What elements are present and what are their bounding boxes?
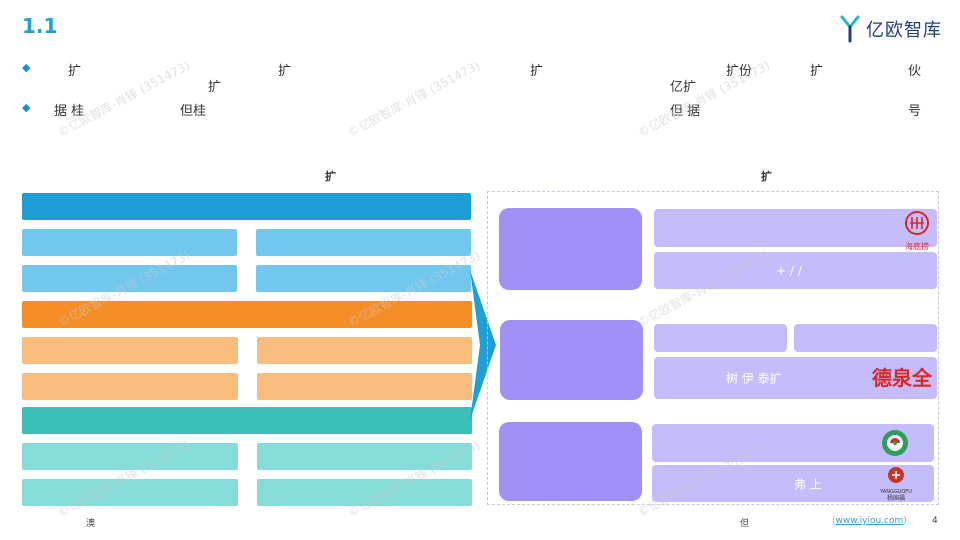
page-title: 1.1 [22, 14, 58, 38]
diamond-bullet-icon: ◆ [22, 61, 31, 74]
logo-text: 亿欧智库 [866, 20, 942, 41]
dejiaquan-logo-icon: 德泉全 [872, 366, 932, 390]
yangguofu-cn-text: 杨国福 [886, 495, 905, 502]
bullet-fragment: 扩 [278, 64, 292, 79]
lilac-bar-6: 弗 上 [652, 465, 934, 502]
lilac-bar-text: 弗 上 [794, 477, 822, 491]
bullet-fragment: 扩 [810, 64, 824, 79]
bullet-fragment: 伙 [908, 64, 922, 79]
orange-cell [257, 337, 472, 364]
right-arrow-icon [470, 270, 496, 420]
page-number: 4 [932, 516, 938, 526]
blue-cell [22, 265, 237, 292]
footer-link[interactable]: (www.iyiou.com) [832, 516, 907, 526]
right-diagram-frame [487, 191, 939, 505]
bullet-fragment: 但 据 [670, 104, 701, 119]
teal-cell [257, 479, 472, 506]
lilac-bar-text: 树 伊 泰扩 [726, 371, 782, 386]
lilac-bar-4: 树 伊 泰扩 [654, 357, 937, 399]
yangguofu-en-text: YANGGUOFU [880, 489, 912, 495]
bullet-item-1: ◆ 扩 扩 扩 扩份 扩 伙 扩 亿扩 [22, 60, 922, 96]
footer-source-note: 澳 [86, 519, 96, 529]
blue-header-bar [22, 193, 471, 220]
blue-cell [22, 229, 237, 256]
bullet-fragment: 扩 [68, 64, 82, 79]
diamond-bullet-icon: ◆ [22, 101, 31, 114]
teal-cell [22, 479, 238, 506]
orange-cell [22, 337, 238, 364]
footer-right-note: 但 [740, 519, 750, 529]
orange-cell [257, 373, 472, 400]
lilac-bar-3b [794, 324, 937, 352]
yangguofu-logo-icon: YANGGUOFU 杨国福 [876, 466, 916, 502]
purple-block-3 [499, 422, 642, 501]
lilac-bar-3a [654, 324, 787, 352]
footer-url[interactable]: www.iyiou.com [835, 516, 904, 526]
purple-block-1 [499, 208, 642, 290]
bullet-fragment: 号 [908, 104, 922, 119]
green-emblem-icon [880, 428, 910, 458]
left-section-label: 扩 [325, 170, 336, 183]
lilac-bar-2: + / / [654, 252, 937, 289]
teal-cell [257, 443, 472, 470]
bullet-fragment: 扩 [530, 64, 544, 79]
lilac-bar-1 [654, 209, 937, 247]
yiou-logo-icon [840, 15, 860, 43]
lilac-bar-text: + / / [776, 263, 802, 278]
teal-cell [22, 443, 238, 470]
haidilao-logo-icon: 海底捞 [900, 211, 934, 251]
blue-cell [256, 265, 471, 292]
bullet-fragment: 扩份 [726, 64, 753, 79]
brand-logo: 亿欧智库 [840, 14, 942, 44]
bullet-fragment: 但桂 [180, 104, 207, 119]
bullet-item-2: ◆ 据 桂 但桂 但 据 号 [22, 100, 922, 119]
bullet-fragment: 亿扩 [670, 80, 697, 95]
teal-header-bar [22, 407, 472, 434]
right-section-label: 扩 [761, 170, 772, 183]
orange-header-bar [22, 301, 472, 328]
bullet-fragment: 据 桂 [54, 104, 85, 119]
haidilao-logo-text: 海底捞 [905, 242, 929, 251]
purple-block-2 [500, 320, 643, 400]
orange-cell [22, 373, 238, 400]
bullet-fragment: 扩 [208, 80, 222, 95]
blue-cell [256, 229, 471, 256]
